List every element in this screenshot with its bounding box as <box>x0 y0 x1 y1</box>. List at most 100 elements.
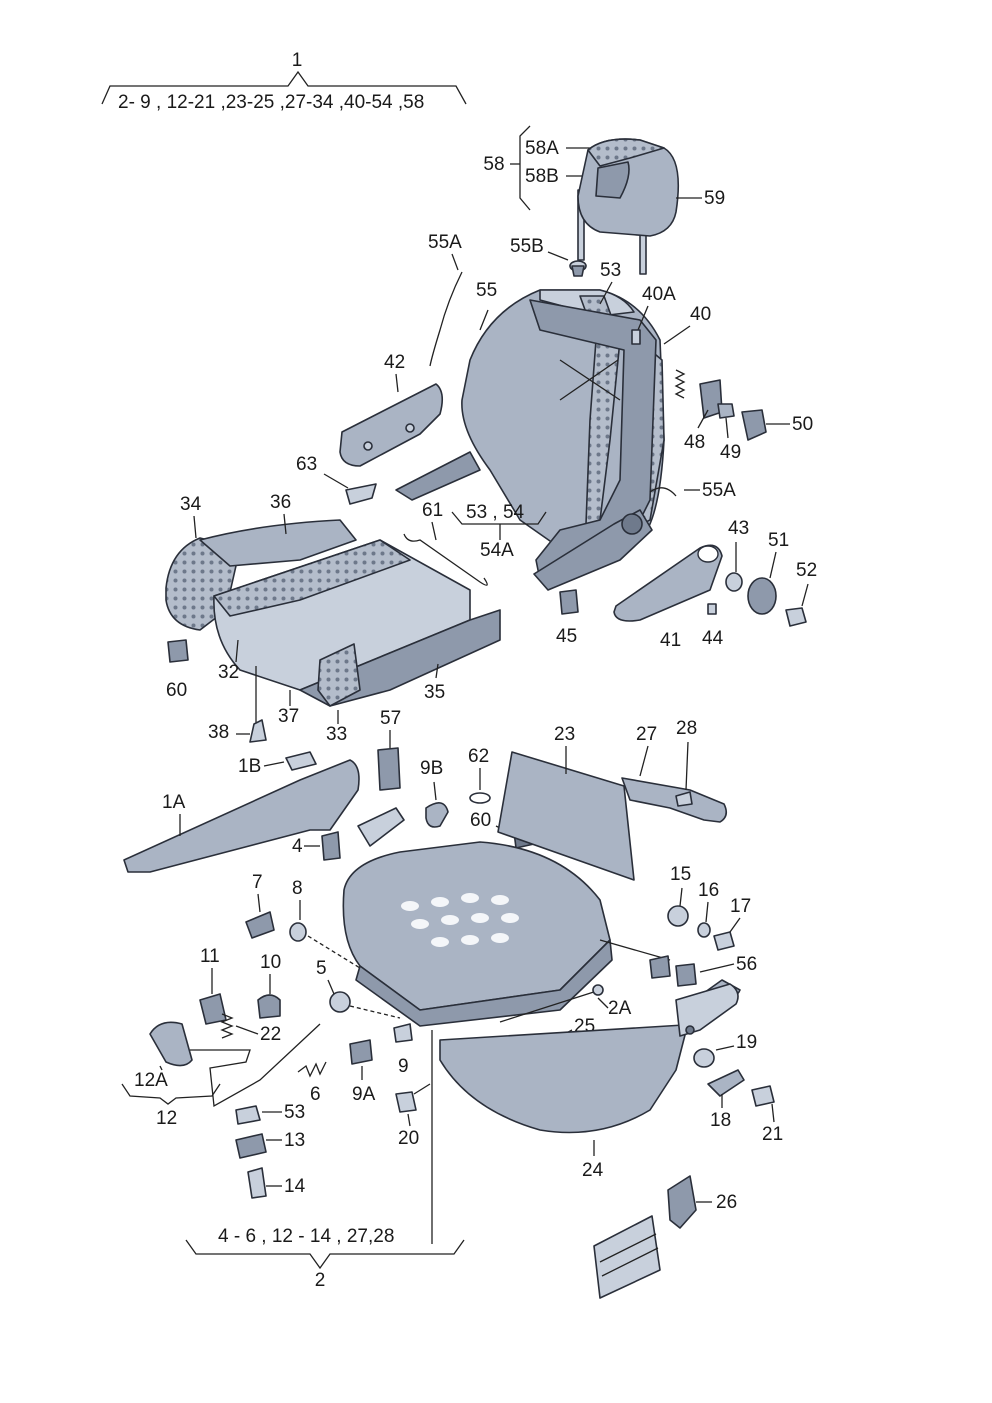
label-60-top: 60 <box>166 680 187 701</box>
label-53: 53 <box>600 260 621 281</box>
label-49: 49 <box>720 442 741 463</box>
label-55A-right: 55A <box>702 480 736 501</box>
label-48: 48 <box>684 432 705 453</box>
bushing-5-top <box>329 991 351 1013</box>
side-cover-42 <box>339 383 444 467</box>
label-40A: 40A <box>642 284 676 305</box>
lever-clip-49 <box>717 403 735 419</box>
screw-14 <box>247 1167 267 1199</box>
group-54A-number: 54A <box>480 540 514 561</box>
label-58A: 58A <box>525 138 559 159</box>
label-21: 21 <box>762 1124 783 1145</box>
group-2-bracket: 4 - 6 , 12 - 14 , 27,28 2 <box>185 1226 465 1291</box>
label-59: 59 <box>704 188 725 209</box>
label-20: 20 <box>398 1128 419 1149</box>
washer-43 <box>725 572 743 592</box>
label-1A: 1A <box>162 792 186 813</box>
label-11: 11 <box>200 946 220 967</box>
label-62: 62 <box>468 746 489 767</box>
label-28: 28 <box>676 718 697 739</box>
label-8: 8 <box>292 878 303 899</box>
group-1-number: 1 <box>292 50 303 71</box>
group-2-items: 4 - 6 , 12 - 14 , 27,28 <box>218 1226 394 1247</box>
label-61: 61 <box>422 500 443 521</box>
label-7: 7 <box>252 872 263 893</box>
cover-10 <box>257 994 281 1019</box>
label-9A: 9A <box>352 1084 376 1105</box>
group-1-items: 2- 9 , 12-21 ,23-25 ,27-34 ,40-54 ,58 <box>118 92 424 113</box>
side-shield: 24 19 18 21 26 <box>439 979 783 1299</box>
trim-27 <box>621 777 728 823</box>
label-41: 41 <box>660 630 681 651</box>
screw-9 <box>393 1023 413 1043</box>
label-15: 15 <box>670 864 691 885</box>
screw-28 <box>675 791 693 807</box>
bolt-17 <box>713 931 735 951</box>
label-58: 58 <box>483 154 504 175</box>
cushion-top-36 <box>199 519 357 567</box>
pin-44 <box>707 603 717 615</box>
clip-60-top <box>167 639 189 663</box>
bolt-21 <box>751 1085 775 1107</box>
label-37: 37 <box>278 706 299 727</box>
label-24: 24 <box>582 1160 604 1181</box>
clip-9B <box>425 802 449 828</box>
nut-8 <box>289 922 307 942</box>
label-22: 22 <box>260 1024 281 1045</box>
label-13: 13 <box>284 1130 305 1151</box>
clip-4 <box>321 831 341 861</box>
trim-strip <box>593 1215 661 1299</box>
seat-pan-holes <box>401 893 519 947</box>
label-26: 26 <box>716 1192 737 1213</box>
seat-pan: 56 2A 15 16 17 <box>342 841 757 1027</box>
label-10: 10 <box>260 952 281 973</box>
plug-19 <box>693 1048 715 1068</box>
backrest: 55A 55B 55 53 40A 40 50 48 49 <box>296 232 813 591</box>
label-58B: 58B <box>525 166 559 187</box>
label-63: 63 <box>296 454 317 475</box>
screw-20 <box>395 1091 417 1113</box>
cover-18 <box>707 1069 745 1097</box>
label-57: 57 <box>380 708 401 729</box>
washer-16 <box>697 922 711 938</box>
panel-23 <box>497 751 635 881</box>
label-43: 43 <box>728 518 749 539</box>
label-52: 52 <box>796 560 817 581</box>
clip-5-bottom <box>235 1105 261 1125</box>
seat-pan-body <box>342 841 611 1011</box>
headrest-cover-58A <box>587 138 665 167</box>
clip-45 <box>559 589 579 615</box>
label-12A: 12A <box>134 1070 168 1091</box>
hinge-right <box>533 509 653 591</box>
label-56: 56 <box>736 954 757 975</box>
label-23: 23 <box>554 724 575 745</box>
label-35: 35 <box>424 682 445 703</box>
recliner-right: 41 43 51 52 44 45 <box>556 518 817 651</box>
clip-63 <box>345 483 377 505</box>
label-14: 14 <box>284 1176 306 1197</box>
label-5-bottom: 53 <box>284 1102 305 1123</box>
label-27: 27 <box>636 724 657 745</box>
clip-26 <box>667 1175 697 1229</box>
bracket-13 <box>235 1133 267 1159</box>
label-9: 9 <box>398 1056 409 1077</box>
lever-cap-50 <box>741 409 767 441</box>
headrest: 58 58A 58B 59 <box>483 125 725 275</box>
label-18: 18 <box>710 1110 731 1131</box>
group-54A-items: 53 , 54 <box>466 502 525 523</box>
label-50: 50 <box>792 414 813 435</box>
label-51: 51 <box>768 530 789 551</box>
group-2-number: 2 <box>315 1270 326 1291</box>
label-55A-top: 55A <box>428 232 462 253</box>
knob-51 <box>747 577 777 615</box>
label-42: 42 <box>384 352 405 373</box>
label-17: 17 <box>730 896 751 917</box>
label-44: 44 <box>702 628 724 649</box>
label-16: 16 <box>698 880 719 901</box>
label-45: 45 <box>556 626 577 647</box>
group-1-bracket: 1 2- 9 , 12-21 ,23-25 ,27-34 ,40-54 ,58 <box>101 50 467 113</box>
label-5-top: 5 <box>316 958 327 979</box>
clip-57 <box>377 747 401 791</box>
handle-12A <box>149 1021 193 1067</box>
label-60-mid: 60 <box>470 810 491 831</box>
